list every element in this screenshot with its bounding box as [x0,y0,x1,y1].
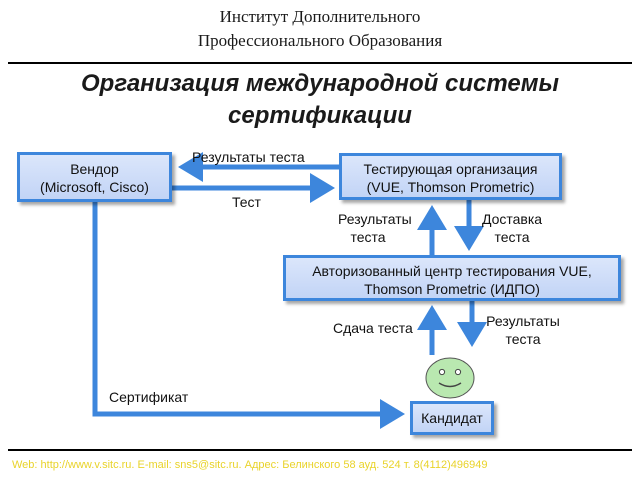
vendor-examples: (Microsoft, Cisco) [40,179,149,195]
center-name-line2: Thomson Prometric (ИДПО) [364,281,540,297]
institute-name-line2: Профессионального Образования [197,31,443,50]
candidate-label: Кандидат [421,410,483,426]
slide-title-line1: Организация международной системы [81,70,559,97]
slide-title-line2: сертификации [228,102,412,129]
arrow-certificate [92,202,405,429]
testing-org-examples: (VUE, Thomson Prometric) [366,179,535,195]
label-delivery-line1: Доставка [481,211,543,227]
header-divider [8,62,632,64]
vendor-box: Вендор (Microsoft, Cisco) [17,152,172,202]
footer-contacts: Web: http://www.v.sitc.ru. E-mail: sns5@… [12,459,488,471]
label-results-up: Результаты теста [338,210,412,246]
label-results-down-line1: Результаты [486,313,560,329]
label-results-up-line1: Результаты [338,211,412,227]
label-delivery: Доставка теста [475,210,549,246]
label-results-up-line2: теста [350,229,386,245]
testing-org-name: Тестирующая организация [363,161,538,177]
candidate-face-icon [425,357,475,399]
label-certificate: Сертификат [109,389,189,405]
testing-organization-box: Тестирующая организация (VUE, Thomson Pr… [339,153,562,200]
center-name-line1: Авторизованный центр тестирования VUE, [312,263,592,279]
vendor-name: Вендор [70,161,119,177]
candidate-box: Кандидат [410,401,494,435]
label-pass-test: Сдача теста [333,320,413,336]
label-results-down-line2: теста [505,331,541,347]
label-results-to-vendor: Результаты теста [192,149,305,165]
authorized-test-center-box: Авторизованный центр тестирования VUE, T… [283,255,621,301]
institute-name-line1: Институт Дополнительного [219,7,421,26]
label-test: Тест [232,194,261,210]
label-delivery-line2: теста [494,229,530,245]
label-results-down: Результаты теста [478,312,568,348]
footer-divider [8,449,632,451]
